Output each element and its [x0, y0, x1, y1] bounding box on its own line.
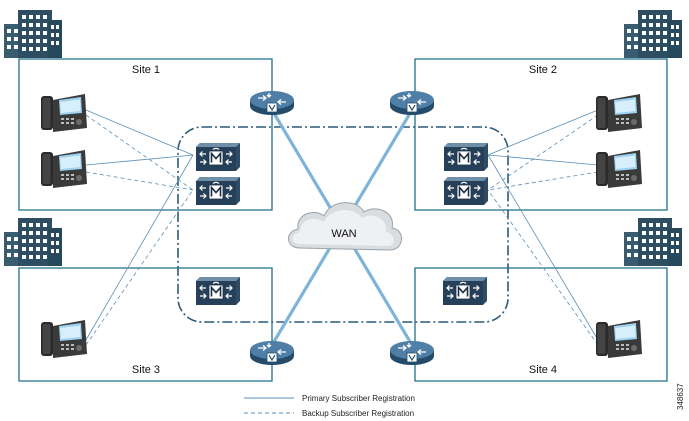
- site-1-box: [18, 58, 273, 211]
- primary-registration-line: [487, 109, 599, 156]
- primary-registration-line: [85, 109, 194, 156]
- primary-registration-line: [487, 154, 599, 341]
- site-2-ip-phone-icon: [596, 94, 642, 132]
- site-3-ip-phone-icon: [41, 320, 87, 358]
- backup-registration-line: [85, 114, 194, 191]
- figure-id: 348637: [676, 383, 685, 410]
- site-2-box: [414, 58, 668, 211]
- primary-registration-line: [85, 154, 194, 166]
- backup-registration-line: [85, 189, 194, 346]
- backup-registration-line: [85, 171, 194, 191]
- site-1-ip-phone-icon: [41, 150, 87, 188]
- backup-registration-line: [487, 114, 599, 191]
- site-3-call-manager-server-icon: [195, 276, 241, 306]
- primary-registration-line: [487, 154, 599, 166]
- site-1-call-manager-server-icon: [195, 176, 241, 206]
- site-1-label: Site 1: [132, 64, 160, 76]
- site-3-box: [18, 267, 273, 382]
- site-2-building-icon: [624, 10, 682, 58]
- backup-registration-line: [487, 171, 599, 191]
- site-2-call-manager-server-icon: [443, 142, 489, 172]
- site-4-ip-phone-icon: [596, 320, 642, 358]
- site-1-building-icon: [4, 10, 62, 58]
- site-4-router-icon: [389, 340, 435, 366]
- site-2-label: Site 2: [529, 64, 557, 76]
- site-1-call-manager-server-icon: [195, 142, 241, 172]
- primary-registration-line: [85, 154, 194, 341]
- site-3-building-icon: [4, 218, 62, 266]
- site-1-ip-phone-icon: [41, 94, 87, 132]
- site-4-label: Site 4: [529, 364, 557, 376]
- site-1-router-icon: [249, 90, 295, 116]
- site-3-label: Site 3: [132, 364, 160, 376]
- site-3-router-icon: [249, 340, 295, 366]
- site-2-router-icon: [389, 90, 435, 116]
- wan-cloud-icon: [288, 202, 402, 251]
- wan-boundary: [177, 126, 509, 323]
- legend-primary-label: Primary Subscriber Registration: [302, 394, 415, 403]
- site-4-building-icon: [624, 218, 682, 266]
- backup-registration-line: [487, 189, 599, 346]
- site-2-ip-phone-icon: [596, 150, 642, 188]
- legend-backup-label: Backup Subscriber Registration: [302, 409, 414, 418]
- site-2-call-manager-server-icon: [443, 176, 489, 206]
- site-4-call-manager-server-icon: [442, 276, 488, 306]
- wan-label: WAN: [331, 228, 356, 240]
